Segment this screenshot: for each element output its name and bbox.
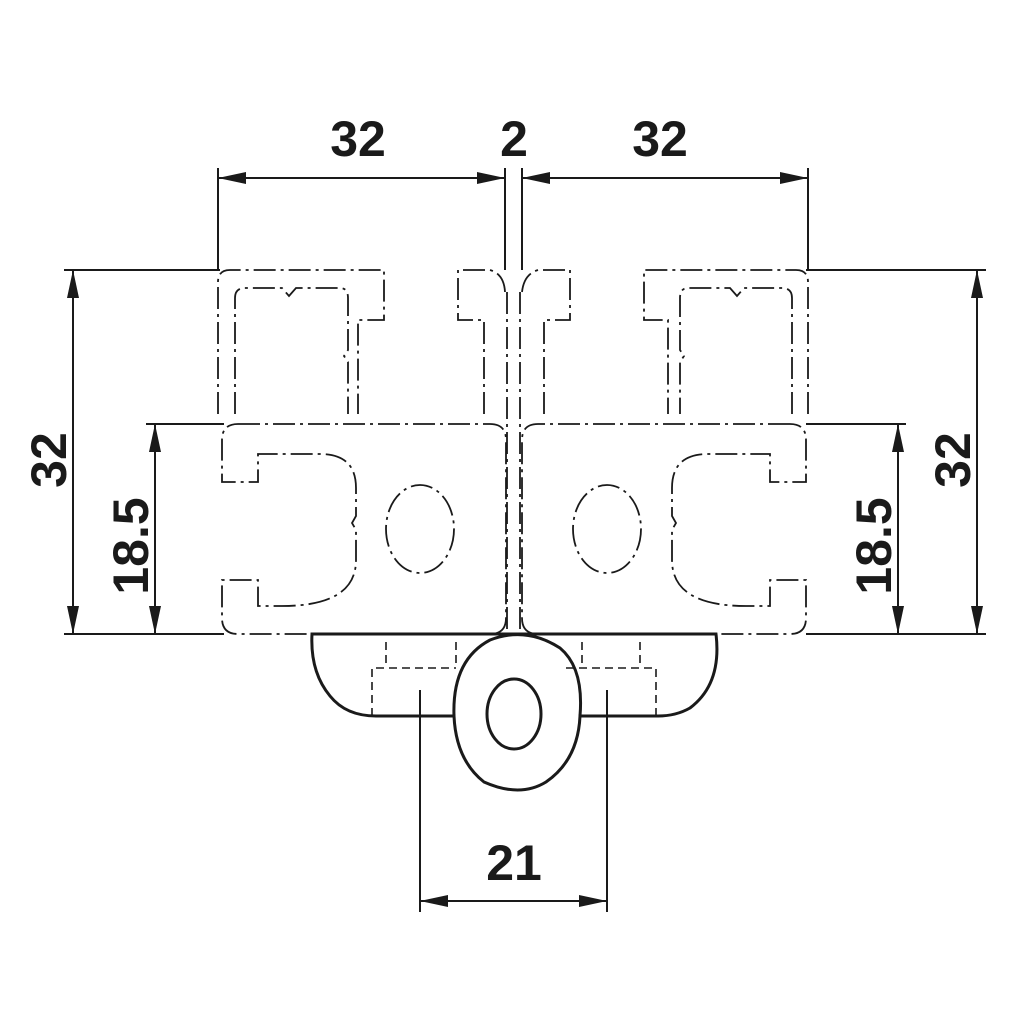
- left-dimension-group: 32 18.5: [21, 269, 224, 635]
- dimension-label-top-right: 32: [632, 111, 688, 167]
- arrow-left-inner-bottom: [149, 606, 161, 634]
- upper-right-profile: [643, 269, 809, 414]
- arrow-right-outer-bottom: [971, 606, 983, 634]
- dimension-label-bottom-spacing: 21: [486, 835, 542, 891]
- arrow-bottom-right: [579, 895, 607, 907]
- bottom-dimension-group: 21: [419, 690, 608, 912]
- dimension-label-right-height: 32: [925, 432, 981, 488]
- arrow-left-outer-bottom: [67, 606, 79, 634]
- arrow-right-inner-top: [892, 424, 904, 452]
- main-left-profile: [221, 423, 507, 635]
- bottom-clip-hub: [452, 633, 583, 717]
- arrow-bottom-left: [420, 895, 448, 907]
- bottom-clip-hidden-left: [371, 642, 457, 716]
- dimension-label-right-inner-height: 18.5: [846, 497, 902, 594]
- upper-center-left-profile: [457, 269, 506, 414]
- right-dimension-group: 32 18.5: [806, 269, 986, 635]
- dimension-label-center-gap: 2: [500, 111, 528, 167]
- upper-right-profile-inner: [679, 287, 793, 414]
- arrow-top-left-end: [477, 172, 505, 184]
- upper-profile-outlines: [217, 269, 809, 630]
- main-left-slot: [385, 484, 455, 574]
- arrow-top-right-start: [522, 172, 550, 184]
- dimension-label-top-left: 32: [330, 111, 386, 167]
- upper-left-profile-inner: [234, 287, 349, 414]
- bottom-clip-outline: [310, 632, 719, 792]
- arrow-top-right-end: [780, 172, 808, 184]
- upper-left-profile: [217, 269, 385, 414]
- arrow-right-inner-bottom: [892, 606, 904, 634]
- arrow-left-inner-top: [149, 424, 161, 452]
- bottom-clip-hidden-right: [562, 642, 657, 716]
- dimension-label-left-height: 32: [21, 432, 77, 488]
- bottom-clip-hole: [485, 677, 543, 751]
- upper-center-right-profile: [521, 269, 571, 414]
- top-dimension-group: 32 2 32: [217, 111, 809, 270]
- main-right-profile: [521, 423, 807, 635]
- main-profile-outlines: [221, 423, 807, 635]
- arrow-top-left-start: [218, 172, 246, 184]
- dimension-label-left-inner-height: 18.5: [103, 497, 159, 594]
- main-right-slot: [572, 484, 642, 574]
- arrow-left-outer-top: [67, 270, 79, 298]
- arrow-right-outer-top: [971, 270, 983, 298]
- bottom-clip: [310, 632, 719, 792]
